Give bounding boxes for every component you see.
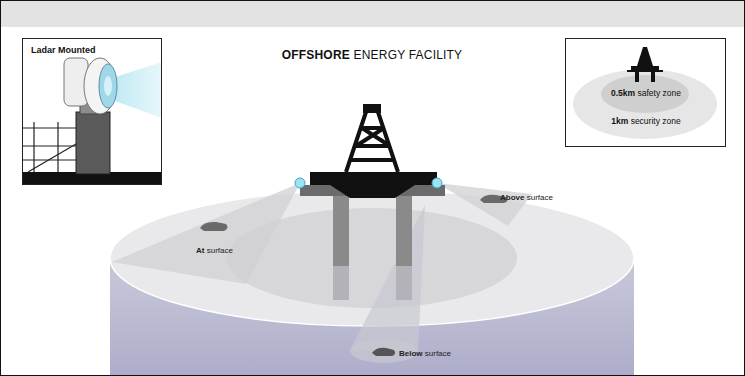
panel-text: 1km security zone (611, 116, 680, 126)
submersible (372, 348, 395, 356)
platform-leg (333, 196, 349, 266)
top-bar (0, 0, 745, 27)
inset-panel: Ladar Mounted (22, 38, 162, 185)
ladar-lens (104, 76, 112, 96)
ladar-beam (112, 62, 162, 118)
platform-leg (333, 266, 349, 300)
platform-leg (396, 266, 412, 300)
ladar-beam (112, 183, 300, 284)
ladar-sensor (295, 178, 305, 188)
ladar-sensor (432, 178, 442, 188)
panel-text: 0.5km safety zone (611, 88, 681, 98)
security-zone-icon (573, 69, 717, 139)
derrick-top (363, 104, 381, 113)
platform-deck (310, 172, 437, 198)
boat (200, 222, 228, 231)
panel-text: Ladar Mounted (31, 45, 96, 55)
safety-zone-icon (601, 75, 689, 113)
ladar-head (84, 58, 116, 114)
position-label: At surface (196, 246, 233, 255)
ladar-beam (350, 205, 425, 352)
platform-leg (396, 196, 412, 266)
ladar-beam (437, 183, 532, 226)
derrick (346, 112, 398, 172)
platform-icon (627, 47, 663, 82)
pedestal (76, 112, 110, 174)
ladar-lens (99, 64, 117, 108)
diagram-title: OFFSHORE ENERGY FACILITY (282, 48, 463, 62)
position-label: Below surface (399, 349, 451, 358)
position-label: Above surface (500, 193, 553, 202)
zone-legend-panel: 0.5km safety zone 1km security zone (565, 38, 726, 147)
